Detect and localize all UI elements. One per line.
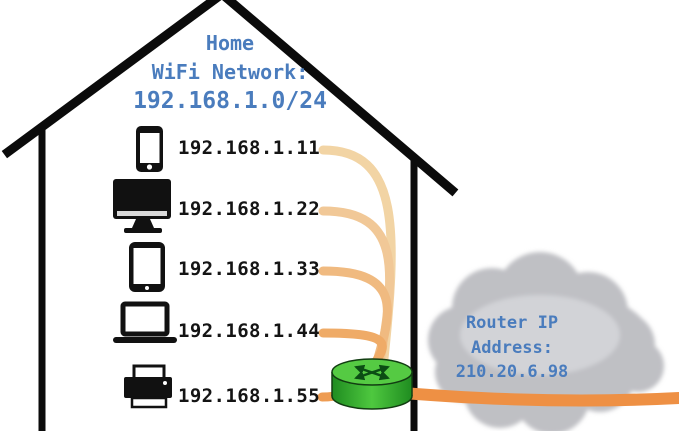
device-ip-label-phone: 192.168.1.11 — [178, 137, 321, 159]
smartphone-icon — [136, 126, 163, 172]
tablet-icon — [129, 242, 165, 292]
device-ip-label-tablet: 192.168.1.33 — [178, 258, 321, 280]
printer-icon — [124, 364, 172, 409]
laptop-icon — [113, 301, 177, 343]
desktop-monitor-icon — [113, 179, 171, 233]
router-ip-label-line1: Router IP — [465, 313, 559, 333]
network-title-line1: Home — [205, 31, 255, 55]
device-ip-label-desktop: 192.168.1.22 — [178, 198, 321, 220]
router-public-ip: 210.20.6.98 — [455, 362, 569, 382]
network-subnet: 192.168.1.0/24 — [133, 88, 327, 114]
router-ip-label-line2: Address: — [471, 338, 553, 358]
device-ip-label-laptop: 192.168.1.44 — [178, 320, 321, 342]
network-title-line2: WiFi Network: — [151, 60, 309, 84]
house-outline — [1, 0, 459, 431]
router-icon — [331, 358, 413, 410]
device-ip-label-printer: 192.168.1.55 — [178, 385, 321, 407]
